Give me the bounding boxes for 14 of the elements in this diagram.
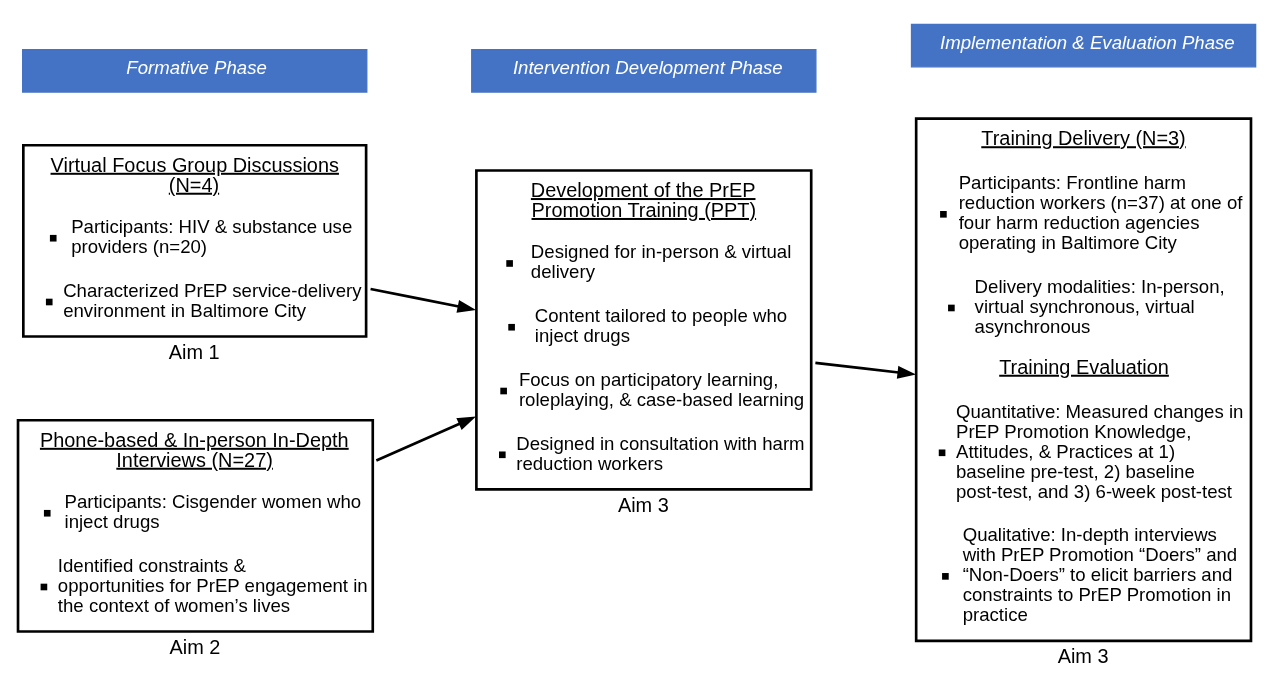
node-box: Development of the PrEP Promotion Training (PPT) Designed for in-person & virtual delivery Content tailored to people who inject drugs Focus on participatory learning, roleplaying, & case-based learning Designed in consultation with harm reduction workers — [475, 169, 813, 491]
node-box: Formative Phase — [22, 48, 368, 93]
node-label: Aim 2 — [169, 636, 221, 659]
arrow — [370, 287, 477, 313]
node-label: Aim 1 — [168, 341, 220, 364]
node-box: Phone-based & In-person In-Depth Interviews (N=27) Participants: Cisgender women who inject drugs Identified constraints & opportunities for PrEP engagement in the context of women’s lives — [16, 418, 375, 633]
arrow — [375, 416, 477, 462]
node-box: Virtual Focus Group Discussions (N=4) Participants: HIV & substance use providers (n=20) Characterized PrEP service-delivery environment in Baltimore City — [22, 143, 368, 338]
node-box: Implementation & Evaluation Phase — [910, 23, 1257, 68]
node-box: Training Delivery (N=3) Participants: Frontline harm reduction workers (n=37) at one of four harm reduction agencies operating in Baltimore City Delivery modalities: In-person, virtual synchronous, virtual asynchronous Training Evaluation Quantitative: Measured changes in PrEP Promotion Knowledge, Attitudes, & Practices at 1) baseline pre-test, 2) baseline post-test, and 3) 6-week post-test Qualitative: In-depth interviews with PrEP Promotion “Doers” and “Non-Doers” to elicit barriers and constraints to PrEP Promotion in practice — [914, 117, 1253, 643]
node-label: Aim 3 — [1057, 645, 1109, 668]
node-label: Aim 3 — [617, 493, 669, 516]
node-box: Intervention Development Phase — [471, 48, 817, 93]
arrow — [815, 361, 917, 379]
